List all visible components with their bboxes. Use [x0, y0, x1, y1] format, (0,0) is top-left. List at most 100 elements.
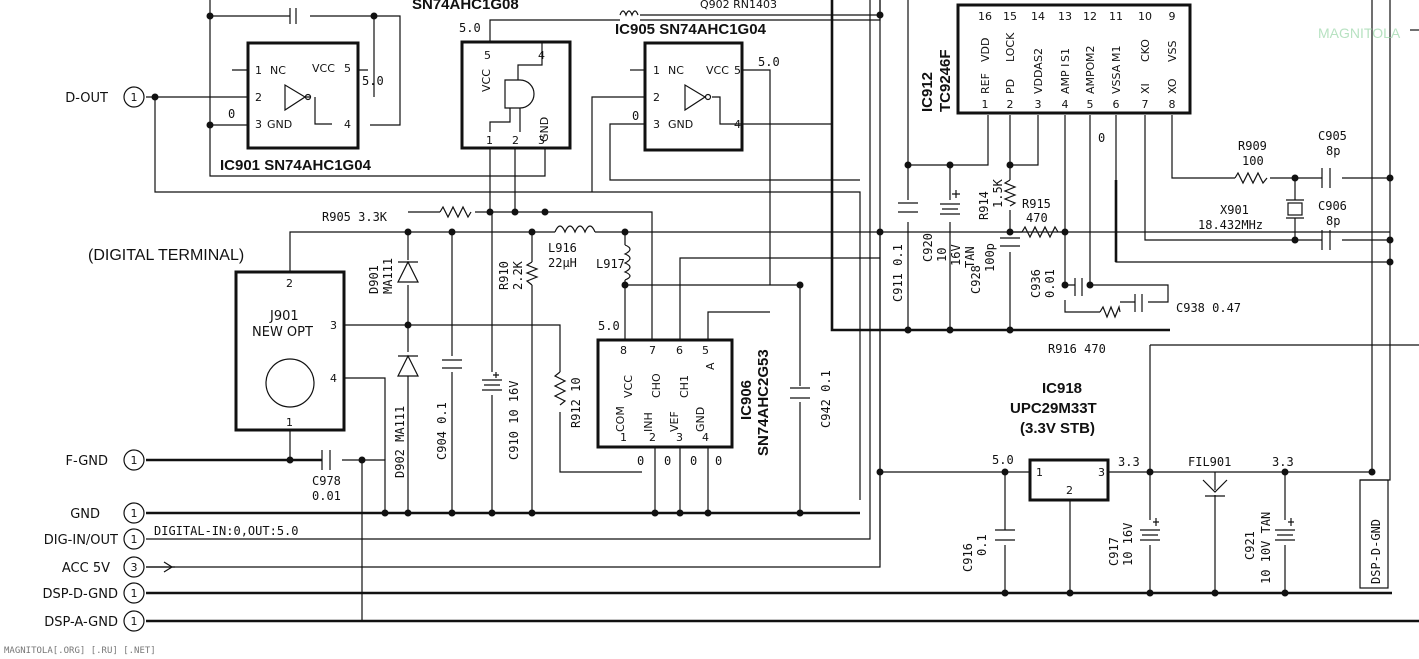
svg-text:1: 1	[131, 587, 138, 600]
svg-text:7: 7	[649, 344, 656, 357]
svg-text:INH: INH	[642, 412, 655, 432]
svg-text:TC9246F: TC9246F	[937, 49, 954, 112]
svg-text:3: 3	[330, 319, 337, 332]
svg-text:4: 4	[538, 49, 545, 62]
capacitor-c936	[1074, 278, 1083, 296]
svg-text:5.0: 5.0	[459, 21, 481, 35]
capacitor-c911	[898, 202, 918, 213]
inductor-l917	[623, 244, 631, 281]
capacitor-c938	[1134, 294, 1143, 312]
svg-text:5.0: 5.0	[362, 74, 384, 88]
svg-text:R915: R915	[1022, 197, 1051, 211]
svg-text:CH1: CH1	[678, 375, 691, 398]
diode-d901	[397, 260, 419, 283]
svg-text:COM: COM	[614, 406, 627, 432]
svg-text:5: 5	[734, 64, 741, 77]
svg-text:C906: C906	[1318, 199, 1347, 213]
svg-text:(DIGITAL TERMINAL): (DIGITAL TERMINAL)	[88, 247, 244, 264]
crystal-x901	[1287, 202, 1303, 216]
svg-text:4: 4	[702, 431, 709, 444]
svg-text:3: 3	[676, 431, 683, 444]
svg-text:2: 2	[255, 91, 262, 104]
ic906-box	[596, 338, 734, 449]
ic912-top-pin-6: M1	[1110, 46, 1123, 63]
resistor-r910	[525, 261, 539, 286]
and-gate-symbol	[489, 42, 543, 132]
inverter-symbol-ic905	[684, 83, 742, 125]
ic912-bot-num-7: 7	[1142, 98, 1149, 111]
svg-text:A: A	[704, 362, 717, 370]
svg-text:IC906: IC906	[738, 380, 755, 420]
svg-text:L917: L917	[596, 257, 625, 271]
ic901-labels: 1 NC VCC 5 2 3 GND 4 5.0 0 IC901 SN74AHC…	[220, 62, 384, 174]
svg-text:VCC: VCC	[312, 62, 335, 75]
capacitor-c916	[995, 529, 1015, 541]
svg-text:18.432MHz: 18.432MHz	[1198, 218, 1263, 232]
svg-text:C904 0.1: C904 0.1	[435, 402, 449, 460]
svg-text:UPC29M33T: UPC29M33T	[1010, 400, 1097, 417]
svg-text:C916: C916	[961, 543, 975, 572]
port-dig-in-out: 1 DIG-IN/OUT	[44, 528, 145, 550]
svg-text:FIL901: FIL901	[1188, 455, 1231, 469]
svg-text:2: 2	[512, 134, 519, 147]
svg-text:5.0: 5.0	[992, 453, 1014, 467]
svg-text:1: 1	[286, 416, 293, 429]
ic912-box	[956, 3, 1192, 115]
svg-text:D-OUT: D-OUT	[65, 91, 108, 106]
svg-text:0: 0	[228, 107, 235, 121]
svg-text:MA111: MA111	[381, 258, 395, 294]
svg-text:1: 1	[131, 533, 138, 546]
svg-text:10 10V TAN: 10 10V TAN	[1259, 512, 1273, 584]
ic912-top-num-3: 14	[1031, 10, 1045, 23]
ic912-bot-num-2: 2	[1007, 98, 1014, 111]
resistor-r914	[1003, 179, 1017, 207]
svg-text:ACC 5V: ACC 5V	[62, 561, 110, 576]
resistor-r915	[1021, 225, 1059, 239]
port-dsp-d-gnd: 1 DSP-D-GND	[43, 582, 145, 604]
svg-text:IC901 SN74AHC1G04: IC901 SN74AHC1G04	[220, 157, 372, 174]
svg-text:0: 0	[690, 454, 697, 468]
svg-text:J901: J901	[269, 309, 299, 324]
filter-fil901	[1202, 479, 1228, 497]
svg-text:8p: 8p	[1326, 214, 1340, 228]
ic-and-labels: SN74AHC1G08 5.0 5 4 1 2 3 VCC GND	[412, 0, 551, 147]
svg-text:0.01: 0.01	[312, 489, 341, 503]
svg-text:SN74AHC2G53: SN74AHC2G53	[755, 349, 772, 456]
svg-text:0: 0	[715, 454, 722, 468]
svg-text:1: 1	[131, 91, 138, 104]
svg-text:C938 0.47: C938 0.47	[1176, 301, 1241, 315]
resistor-r905	[439, 205, 472, 219]
ic905-labels: IC905 SN74AHC1G04 1 NC VCC 5 2 3 GND 4 5…	[615, 0, 780, 131]
svg-text:1: 1	[486, 134, 493, 147]
diode-d902	[397, 354, 419, 377]
watermark: MAGNITOLA[.ORG] [.RU] [.NET]	[4, 646, 156, 656]
svg-text:1: 1	[1036, 466, 1043, 479]
port-f-gnd: 1 F-GND	[66, 449, 145, 471]
svg-text:3: 3	[653, 118, 660, 131]
svg-text:GND: GND	[267, 118, 292, 131]
ic912-bot-pin-2: PD	[1004, 79, 1017, 94]
j901-box	[234, 270, 346, 432]
svg-text:C910 10 16V: C910 10 16V	[507, 381, 521, 460]
svg-text:3: 3	[131, 561, 138, 574]
svg-text:(3.3V STB): (3.3V STB)	[1020, 420, 1095, 437]
svg-text:DIGITAL-IN:0,OUT:5.0: DIGITAL-IN:0,OUT:5.0	[154, 524, 299, 538]
svg-text:6: 6	[676, 344, 683, 357]
svg-text:R910: R910	[497, 261, 511, 290]
svg-text:C936: C936	[1029, 269, 1043, 298]
ic912-bot-num-4: 4	[1062, 98, 1069, 111]
ic912-bot-pin-6: VSSA	[1110, 64, 1123, 94]
arrow-icon	[163, 561, 174, 573]
svg-text:1.5K: 1.5K	[991, 178, 1005, 208]
capacitor-c904	[442, 359, 462, 369]
svg-text:DSP-D-GND: DSP-D-GND	[43, 587, 119, 602]
svg-text:VCC: VCC	[706, 64, 729, 77]
svg-text:IC912: IC912	[919, 72, 936, 112]
svg-text:TAN: TAN	[963, 246, 977, 268]
svg-text:D901: D901	[367, 265, 381, 294]
svg-text:F-GND: F-GND	[66, 454, 108, 469]
svg-text:5.0: 5.0	[758, 55, 780, 69]
ic912-bot-num-6: 6	[1113, 98, 1120, 111]
port-d-out: 1 D-OUT	[65, 86, 145, 108]
inductor-top	[619, 10, 639, 17]
